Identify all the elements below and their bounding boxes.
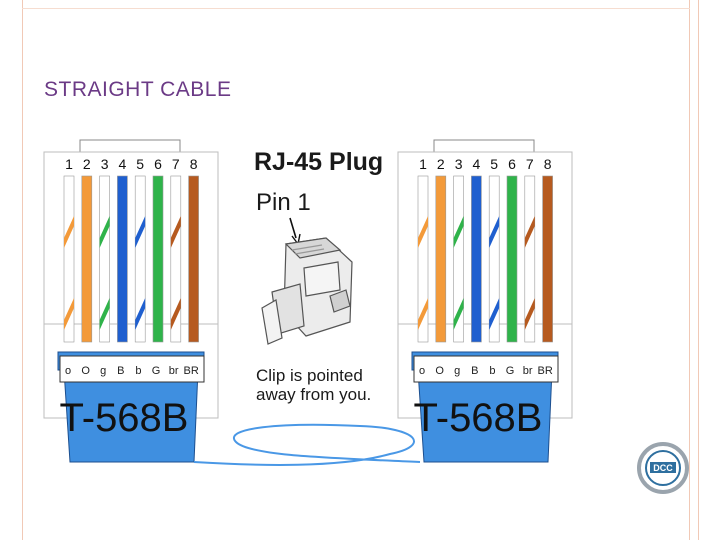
wire-code: B bbox=[471, 365, 478, 377]
right-frame-border bbox=[689, 0, 720, 540]
plug-heading: RJ-45 Plug bbox=[254, 148, 383, 176]
pin-number: 6 bbox=[154, 156, 162, 172]
wire-4 bbox=[117, 175, 128, 343]
wire-3 bbox=[99, 175, 110, 343]
dcc-logo: DCC bbox=[637, 442, 689, 494]
pin-number: 1 bbox=[419, 156, 427, 172]
wire-bundle bbox=[417, 175, 553, 343]
pin-number: 6 bbox=[508, 156, 516, 172]
wire-code: o bbox=[419, 365, 425, 377]
pin-number: 4 bbox=[119, 156, 127, 172]
wire-code: G bbox=[506, 365, 515, 377]
slide-title: STRAIGHT CABLE bbox=[44, 78, 232, 101]
wire-bundle bbox=[63, 175, 199, 343]
wire-1 bbox=[63, 175, 75, 343]
pin-number: 4 bbox=[473, 156, 481, 172]
wire-5 bbox=[488, 175, 500, 343]
standard-label: T-568B bbox=[60, 396, 189, 440]
wire-code: o bbox=[65, 365, 71, 377]
pin-number: 2 bbox=[83, 156, 91, 172]
wire-code-strip bbox=[413, 355, 559, 383]
pin-number: 1 bbox=[65, 156, 73, 172]
left-frame-border bbox=[0, 0, 23, 540]
wire-8 bbox=[188, 175, 199, 343]
clip-note-line1: Clip is pointed bbox=[256, 366, 363, 385]
pin-number: 8 bbox=[190, 156, 198, 172]
pin-number: 2 bbox=[437, 156, 445, 172]
wire-code: B bbox=[117, 365, 124, 377]
wire-code: b bbox=[135, 365, 141, 377]
wire-2 bbox=[435, 175, 447, 343]
wire-5 bbox=[134, 175, 146, 343]
wire-code: G bbox=[152, 365, 161, 377]
wire-6 bbox=[152, 175, 164, 343]
wire-code: br bbox=[169, 365, 179, 377]
wire-code: b bbox=[489, 365, 495, 377]
clip-note-line2: away from you. bbox=[256, 385, 371, 404]
pin-number: 5 bbox=[136, 156, 144, 172]
pin-number: 3 bbox=[101, 156, 109, 172]
wire-code: O bbox=[435, 365, 444, 377]
wire-code: g bbox=[454, 365, 460, 377]
pin-number: 7 bbox=[172, 156, 180, 172]
wire-code-strip bbox=[59, 355, 205, 383]
pin-number: 5 bbox=[490, 156, 498, 172]
pin-number: 3 bbox=[455, 156, 463, 172]
rj45-plug-illustration: RJ-45 Plug Pin 1 Clip is pointed away fr… bbox=[254, 148, 383, 404]
wire-1 bbox=[417, 175, 429, 343]
wire-code: BR bbox=[538, 365, 553, 377]
wire-code: O bbox=[81, 365, 90, 377]
wire-code: g bbox=[100, 365, 106, 377]
standard-label: T-568B bbox=[414, 396, 543, 440]
wire-7 bbox=[524, 175, 536, 343]
logo-text: DCC bbox=[653, 463, 673, 473]
connecting-cable bbox=[193, 423, 421, 466]
pin1-label: Pin 1 bbox=[256, 189, 311, 216]
top-frame-line bbox=[22, 0, 690, 9]
wire-code: BR bbox=[184, 365, 199, 377]
wire-code: br bbox=[523, 365, 533, 377]
pin-number: 7 bbox=[526, 156, 534, 172]
pin-number: 8 bbox=[544, 156, 552, 172]
wire-6 bbox=[506, 175, 518, 343]
wire-4 bbox=[471, 175, 482, 343]
wire-3 bbox=[453, 175, 464, 343]
wire-8 bbox=[542, 175, 553, 343]
plug-drawing bbox=[261, 237, 353, 345]
wire-2 bbox=[81, 175, 93, 343]
wire-7 bbox=[170, 175, 182, 343]
